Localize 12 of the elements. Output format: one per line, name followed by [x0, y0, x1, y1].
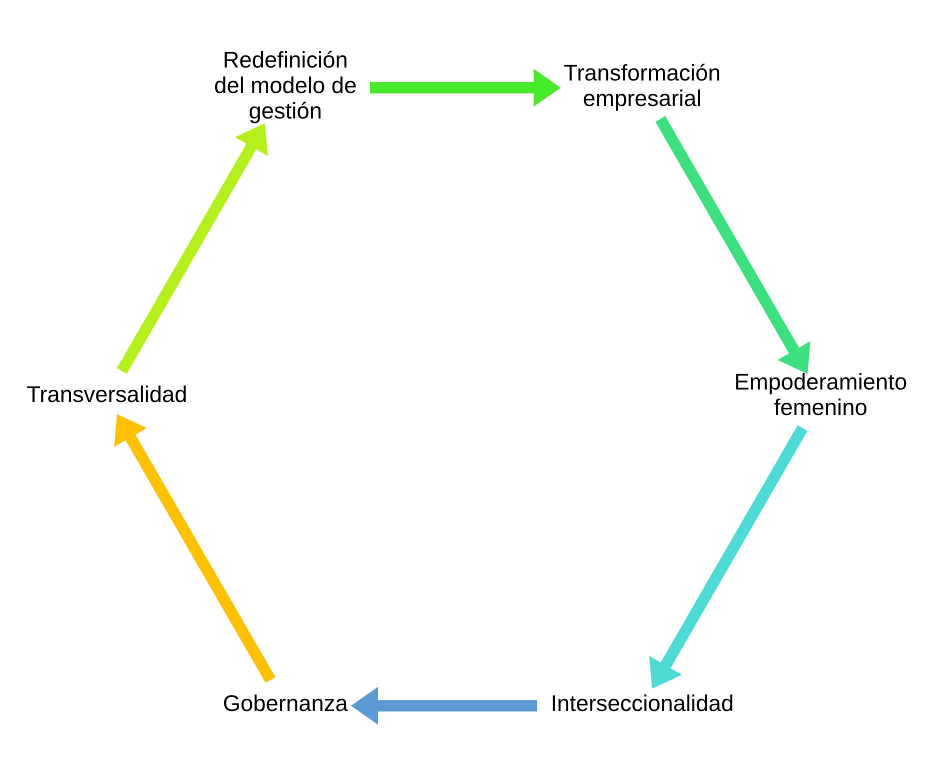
node-text: Transformación empresarial [564, 58, 721, 110]
arrow [370, 68, 561, 106]
arrow [116, 122, 268, 374]
node-text: Redefinición del modelo de gestión [214, 46, 357, 124]
node-text: Empoderamiento femenino [734, 368, 908, 420]
arrow [655, 116, 810, 374]
node-text: Gobernanza [222, 690, 348, 716]
node-text: Interseccionalidad [550, 690, 734, 716]
arrow [351, 686, 538, 724]
node-text: Transversalidad [26, 380, 188, 407]
arrow [114, 414, 276, 682]
arrow [649, 424, 808, 688]
